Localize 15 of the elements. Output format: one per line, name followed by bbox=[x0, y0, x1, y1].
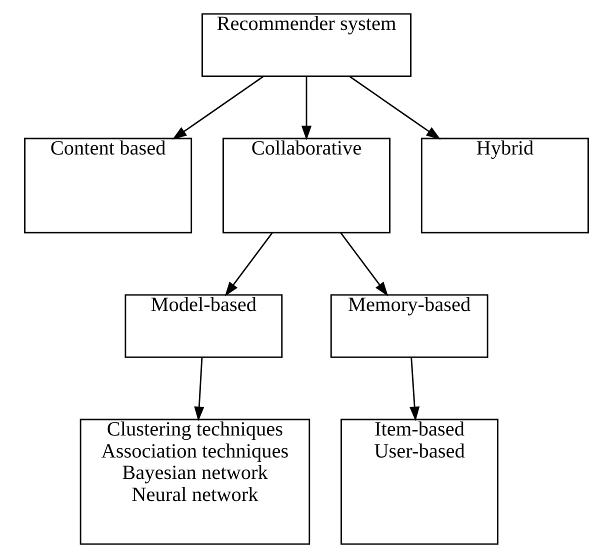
node-box: Recommender system bbox=[201, 13, 411, 77]
arrow bbox=[409, 357, 420, 422]
arrow bbox=[224, 232, 272, 296]
node-box: Item-based User-based bbox=[340, 418, 498, 545]
node-box: Hybrid bbox=[420, 138, 588, 234]
node-box: Model-based bbox=[124, 294, 282, 358]
arrow bbox=[172, 76, 264, 140]
arrow bbox=[340, 232, 388, 296]
node-box: Memory-based bbox=[330, 294, 488, 358]
node-box: Collaborative bbox=[222, 138, 390, 234]
arrow bbox=[300, 76, 312, 140]
arrow bbox=[348, 76, 440, 140]
node-box: Content based bbox=[24, 138, 192, 234]
node-box: Clustering techniques Association techniques Bayesian network Neural network bbox=[79, 418, 310, 545]
arrow bbox=[194, 357, 204, 422]
